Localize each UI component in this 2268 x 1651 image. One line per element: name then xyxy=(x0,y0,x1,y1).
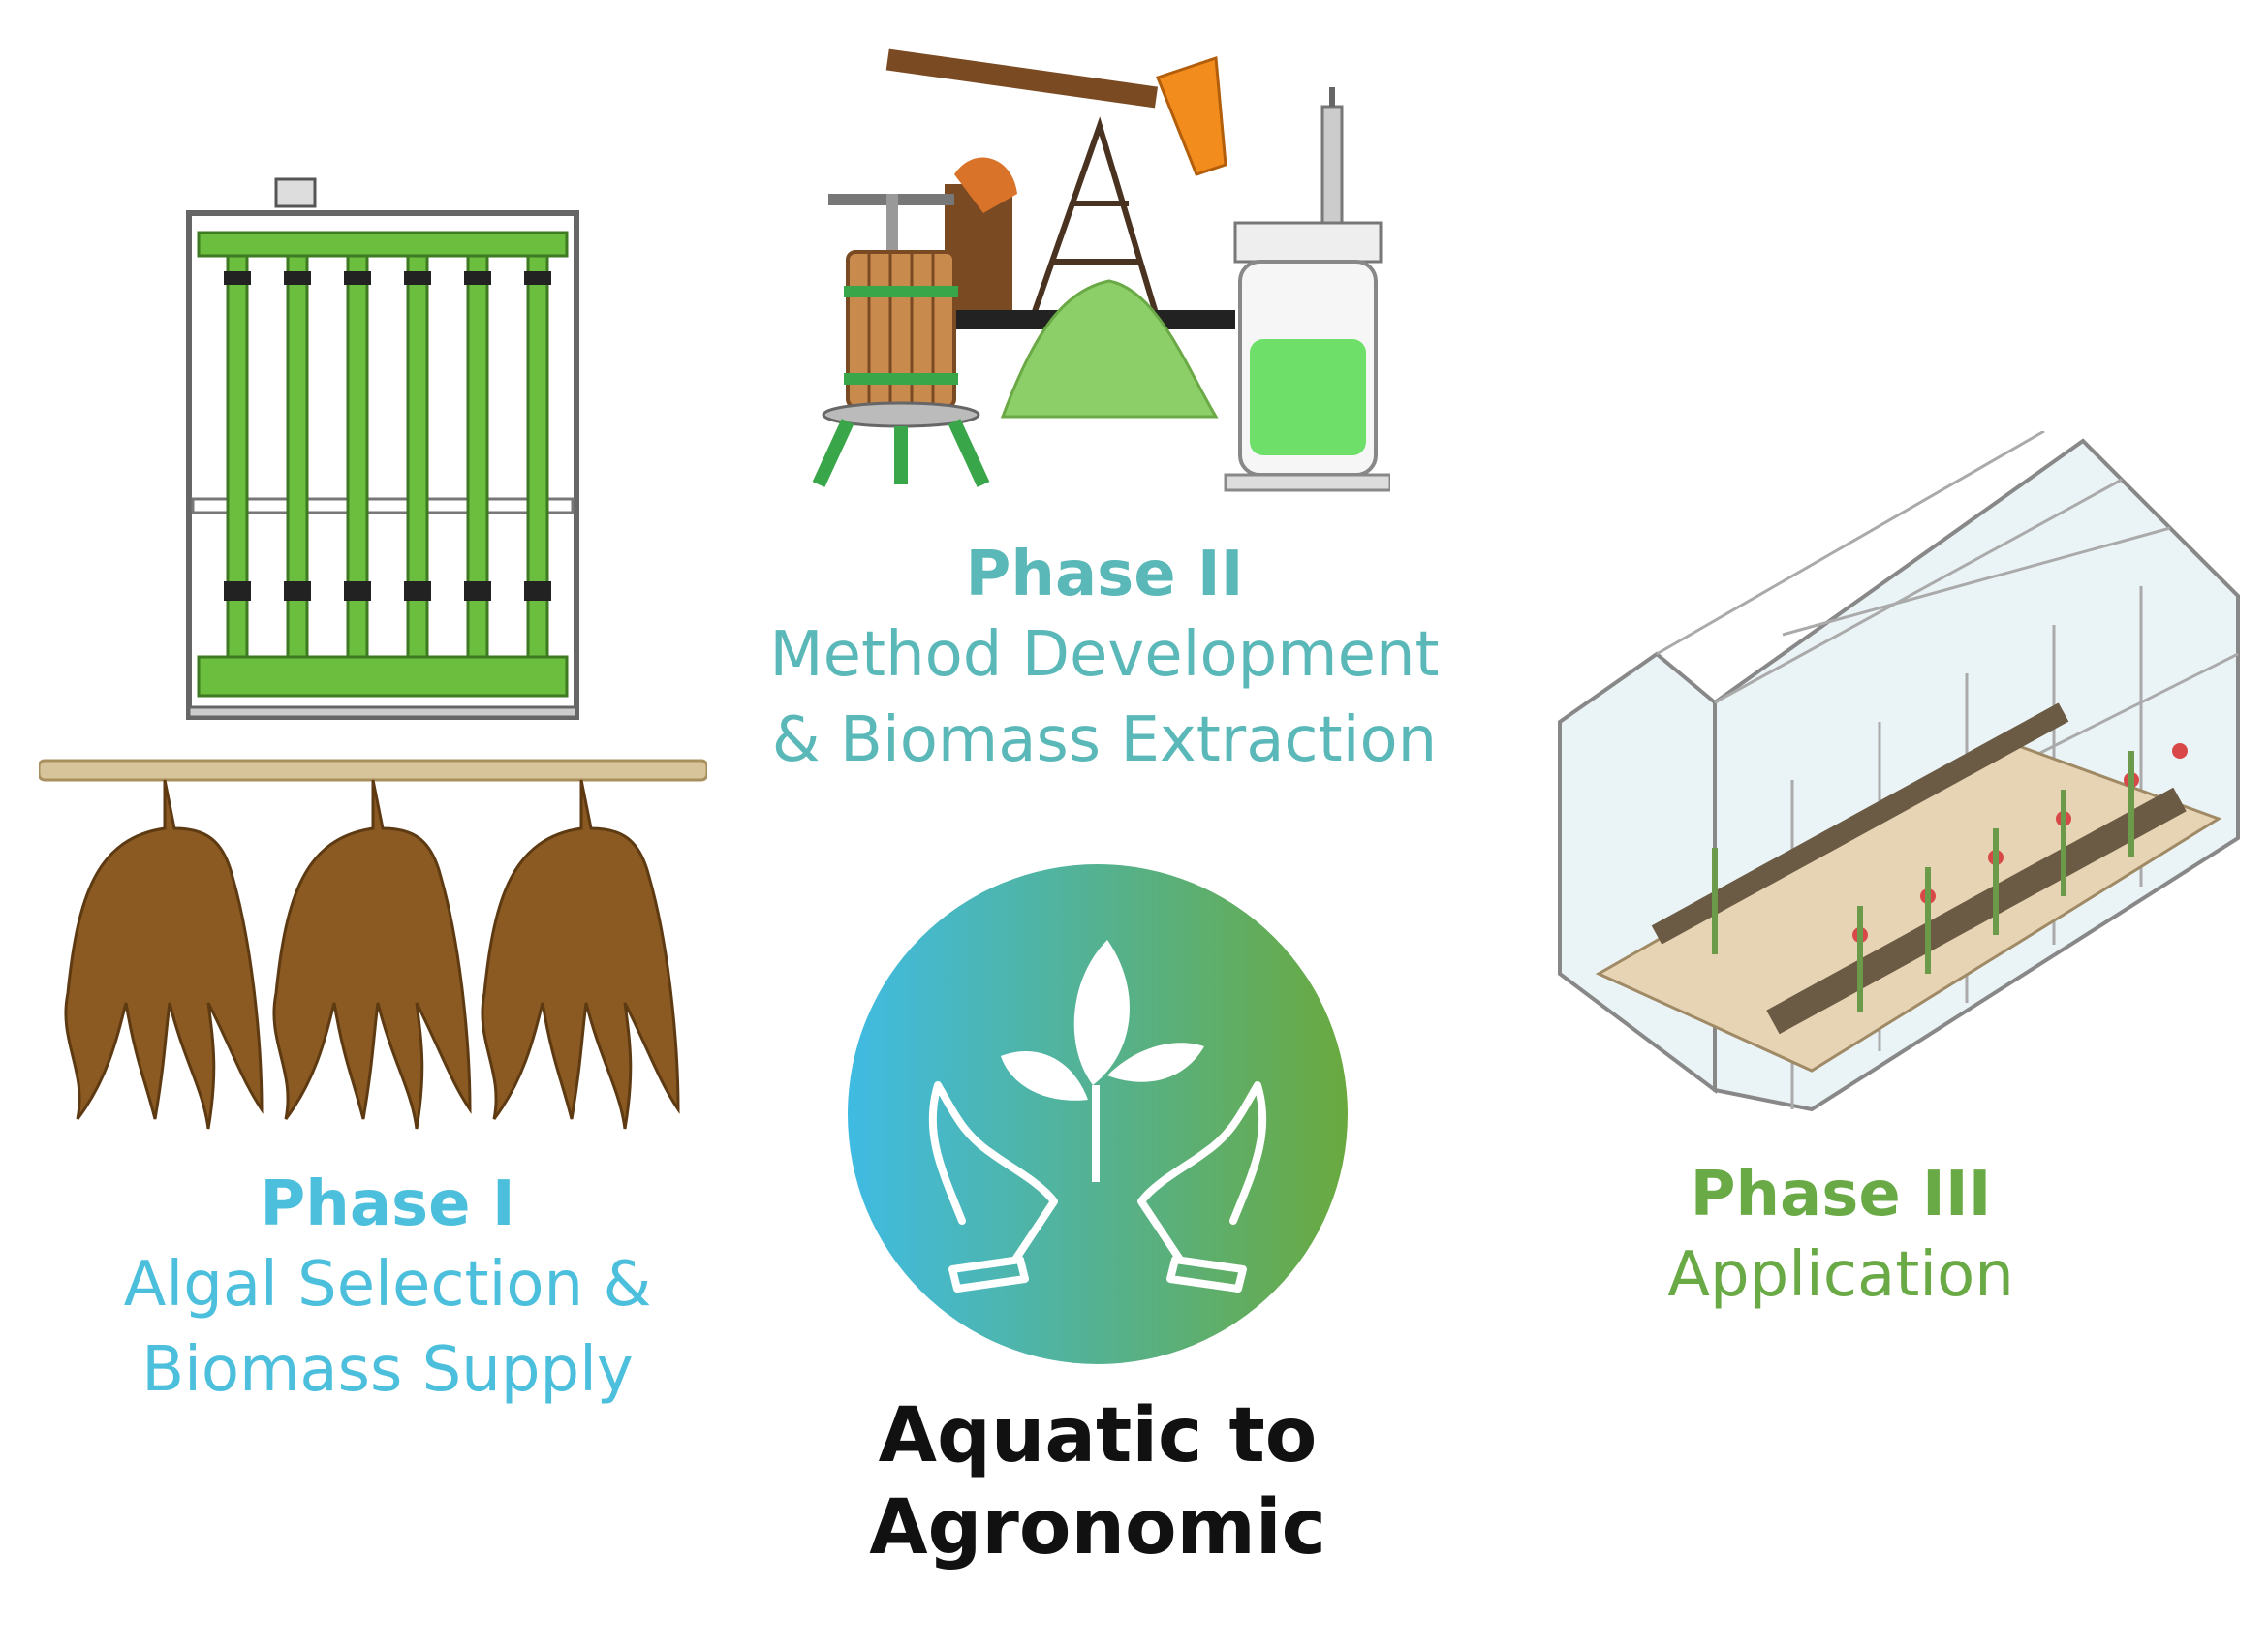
greenhouse-icon xyxy=(1558,431,2240,1112)
phase-1-desc-line2: Biomass Supply xyxy=(141,1334,634,1407)
hands-sprout-icon xyxy=(848,864,1348,1364)
photobioreactor-rack-icon xyxy=(186,177,579,720)
phase-2-desc-line2: & Biomass Extraction xyxy=(771,704,1438,777)
center-label-line1: Aquatic to xyxy=(878,1392,1318,1480)
hanging-seaweed-icon xyxy=(39,759,707,1130)
phase-3-desc-line1: Application xyxy=(1667,1238,2014,1311)
extraction-equipment-icon xyxy=(812,48,1390,492)
center-label-line2: Agronomic xyxy=(869,1484,1326,1573)
phase-3-title: Phase III xyxy=(1690,1159,1992,1230)
phase-1-desc-line1: Algal Selection & xyxy=(123,1248,652,1321)
phase-2-title: Phase II xyxy=(965,539,1244,610)
phase-1-title: Phase I xyxy=(260,1168,515,1240)
phase-2-desc-line1: Method Development xyxy=(769,618,1440,691)
